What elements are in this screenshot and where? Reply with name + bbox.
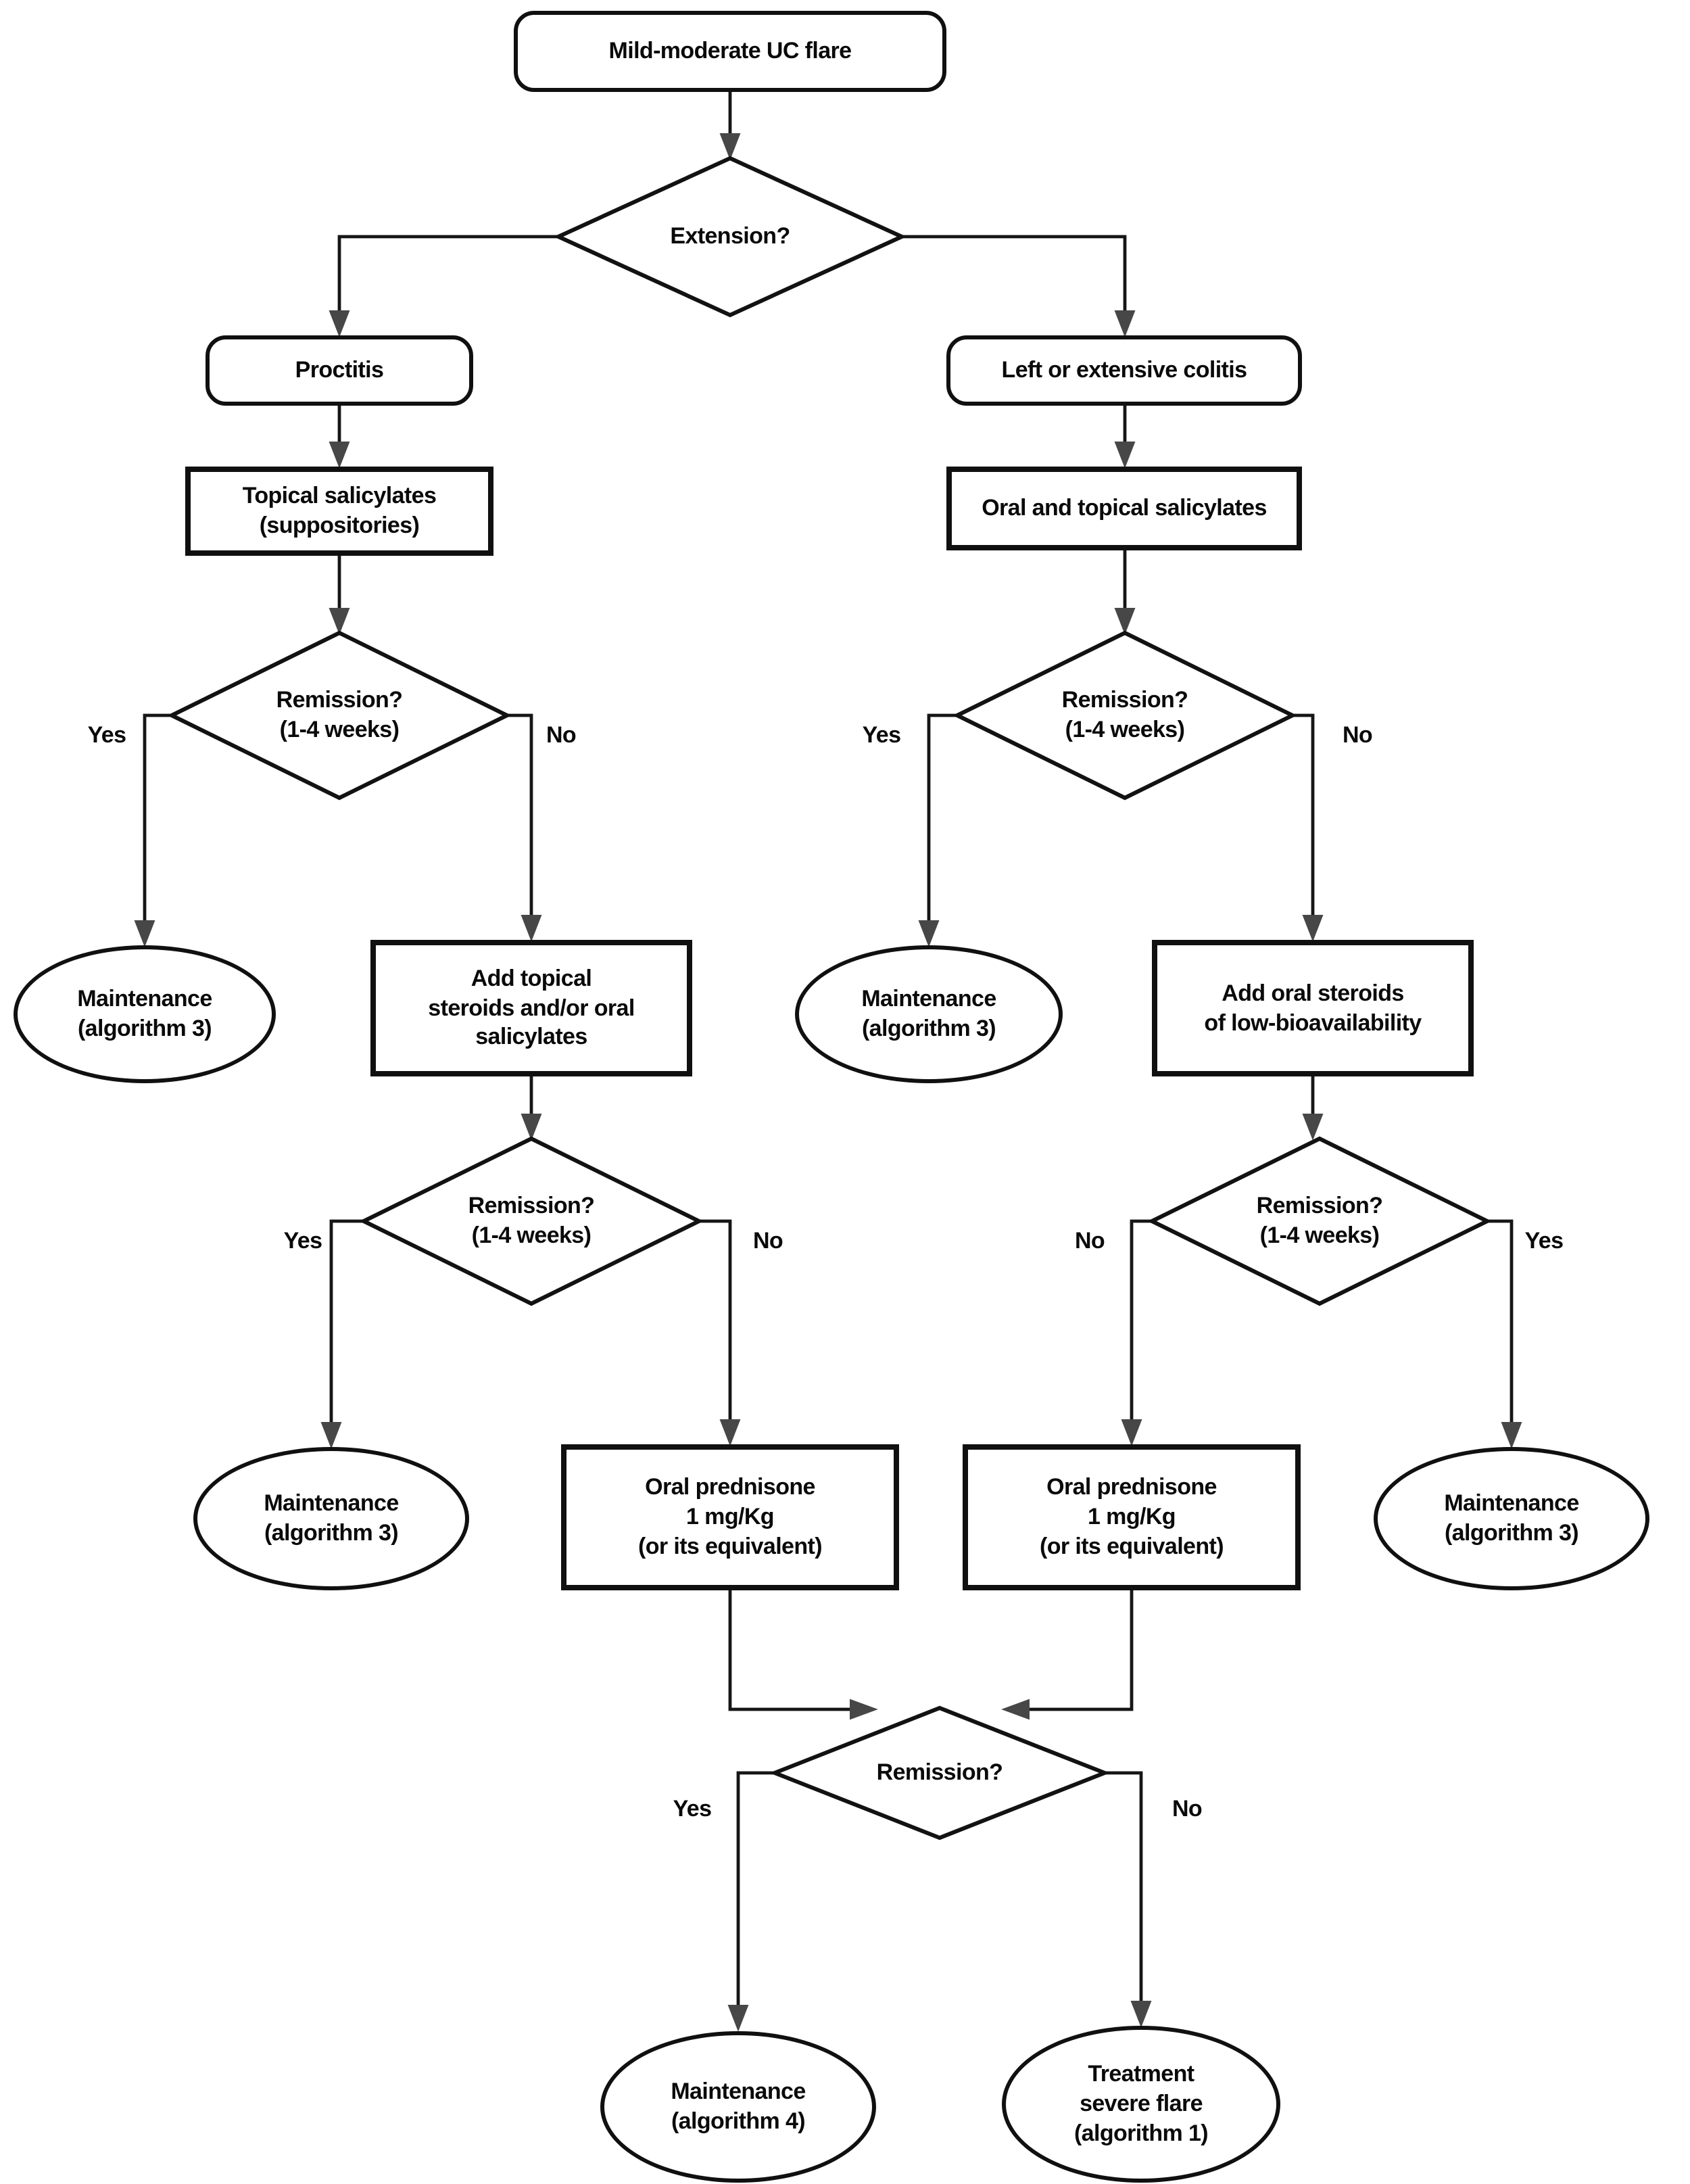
- arrowhead-down-icon: [727, 2005, 749, 2032]
- yes-label-right2: Yes: [1524, 1228, 1564, 1254]
- remission-left2-diamond: [359, 1136, 704, 1306]
- maintenance4-ellipse: Maintenance (algorithm 4): [600, 2031, 876, 2183]
- yes-label-final: Yes: [673, 1796, 712, 1822]
- arrowhead-down-icon: [1501, 1422, 1522, 1449]
- remission-right1-label: Remission? (1-4 weeks): [1061, 687, 1188, 743]
- remission-right1-diamond: [952, 630, 1297, 801]
- remission-right2-diamond: [1147, 1136, 1492, 1306]
- arrowhead-down-icon: [320, 1422, 342, 1449]
- arrowhead-down-icon: [1121, 1419, 1142, 1446]
- start-node: Mild-moderate UC flare: [514, 11, 946, 92]
- oral-prednisone-right-node: Oral prednisone 1 mg/Kg (or its equivale…: [963, 1444, 1301, 1590]
- arrowhead-down-icon: [329, 442, 350, 469]
- edge-addoral-remr2: [1302, 1076, 1324, 1141]
- edge-prednisonel-remfinal: [728, 1590, 878, 1720]
- arrowhead-down-icon: [1302, 1114, 1324, 1141]
- edge-line: [507, 713, 533, 917]
- arrowhead-down-icon: [521, 915, 542, 942]
- treatment-severe-flare-ellipse: Treatment severe flare (algorithm 1): [1002, 2026, 1280, 2183]
- proctitis-node: Proctitis: [206, 335, 473, 406]
- edge-remr1-no-addoral: [1293, 713, 1324, 942]
- left-extensive-colitis-node: Left or extensive colitis: [946, 335, 1302, 406]
- edge-line: [143, 713, 172, 922]
- maintenance3-ellipse-right2: Maintenance (algorithm 3): [1374, 1447, 1649, 1590]
- edge-reml1-yes-m3: [134, 713, 172, 947]
- edge-line: [337, 235, 558, 312]
- maintenance3-ellipse-left1: Maintenance (algorithm 3): [14, 945, 276, 1083]
- edge-prednisoner-remfinal: [1001, 1590, 1134, 1720]
- edge-extension-proctitis: [329, 235, 558, 337]
- edge-line: [1028, 1590, 1134, 1711]
- edge-addtopical-reml2: [521, 1076, 542, 1141]
- edge-remr2-yes-m3: [1487, 1219, 1522, 1449]
- no-label-left1: No: [546, 722, 577, 749]
- arrowhead-down-icon: [1114, 442, 1136, 469]
- remission-final-label: Remission?: [876, 1759, 1003, 1786]
- yes-label-right1: Yes: [862, 722, 901, 749]
- edge-extension-colitis: [902, 235, 1136, 337]
- remission-final-diamond: [769, 1705, 1111, 1841]
- remission-left1-diamond: [167, 630, 512, 801]
- arrowhead-down-icon: [1114, 310, 1136, 337]
- edge-line: [329, 1219, 364, 1424]
- remission-right2-label: Remission? (1-4 weeks): [1256, 1193, 1383, 1249]
- edge-line: [699, 1219, 732, 1421]
- arrowhead-down-icon: [521, 1114, 542, 1141]
- arrowhead-left-icon: [1001, 1699, 1030, 1720]
- yes-label-left1: Yes: [87, 722, 126, 749]
- edge-topical-reml1: [329, 556, 350, 635]
- edge-line: [1105, 1771, 1143, 2003]
- oral-topical-salicylates-node: Oral and topical salicylates: [946, 467, 1302, 550]
- no-label-right2: No: [1074, 1228, 1105, 1254]
- add-topical-steroids-node: Add topical steroids and/or oral salicyl…: [370, 940, 692, 1076]
- edge-line: [902, 235, 1127, 312]
- arrowhead-down-icon: [1114, 608, 1136, 635]
- arrowhead-down-icon: [134, 920, 155, 947]
- edge-remr1-yes-m3: [918, 713, 957, 947]
- no-label-right1: No: [1342, 722, 1373, 749]
- arrowhead-right-icon: [850, 1699, 878, 1720]
- add-oral-steroids-node: Add oral steroids of low-bioavailability: [1152, 940, 1474, 1076]
- remission-left1-label: Remission? (1-4 weeks): [276, 687, 403, 743]
- edge-line: [1487, 1219, 1514, 1424]
- maintenance3-ellipse-left2: Maintenance (algorithm 3): [193, 1447, 469, 1590]
- edge-line: [1293, 713, 1315, 917]
- edge-reml2-no-prednisone: [699, 1219, 741, 1446]
- edge-reml1-no-addtopical: [507, 713, 542, 942]
- edge-line: [728, 1590, 852, 1711]
- remission-left2-label: Remission? (1-4 weeks): [468, 1193, 595, 1249]
- arrowhead-down-icon: [719, 133, 741, 160]
- arrowhead-down-icon: [1130, 2001, 1152, 2028]
- no-label-left2: No: [752, 1228, 783, 1254]
- edge-remfinal-no-severe: [1105, 1771, 1152, 2028]
- arrowhead-down-icon: [329, 608, 350, 635]
- oral-prednisone-left-node: Oral prednisone 1 mg/Kg (or its equivale…: [561, 1444, 899, 1590]
- edge-proctitis-topical: [329, 406, 350, 469]
- edge-remr2-no-prednisone: [1121, 1219, 1152, 1446]
- edge-colitis-oraltopical: [1114, 406, 1136, 469]
- maintenance3-ellipse-right1: Maintenance (algorithm 3): [795, 945, 1063, 1083]
- edge-reml2-yes-m3: [320, 1219, 364, 1449]
- arrowhead-down-icon: [719, 1419, 741, 1446]
- edge-line: [1130, 1219, 1152, 1421]
- edge-line: [736, 1771, 775, 2007]
- extension-diamond-label: Extension?: [670, 223, 790, 250]
- no-label-final: No: [1172, 1796, 1203, 1822]
- edge-oraltopical-remr1: [1114, 550, 1136, 635]
- arrowhead-down-icon: [918, 920, 940, 947]
- edge-remfinal-yes-m4: [727, 1771, 775, 2032]
- yes-label-left2: Yes: [283, 1228, 322, 1254]
- topical-salicylates-node: Topical salicylates (suppositories): [185, 467, 493, 556]
- arrowhead-down-icon: [329, 310, 350, 337]
- extension-diamond: [553, 156, 907, 318]
- arrowhead-down-icon: [1302, 915, 1324, 942]
- edge-start-extension: [719, 92, 741, 160]
- edge-line: [927, 713, 957, 922]
